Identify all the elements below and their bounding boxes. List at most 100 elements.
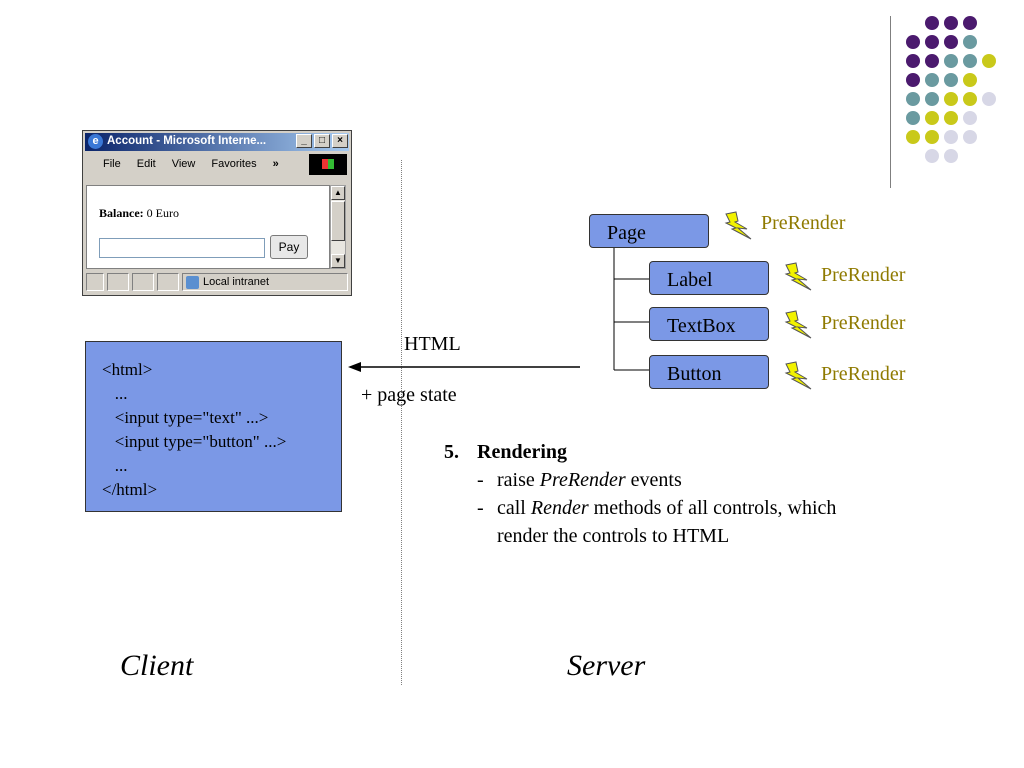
tree-node-textbox: TextBox: [649, 307, 769, 341]
decorative-dot: [925, 111, 939, 125]
step-item-text: call Render methods of all controls, whi…: [497, 494, 836, 522]
decorative-dot: [925, 130, 939, 144]
client-label: Client: [120, 649, 194, 682]
decorative-dot: [982, 54, 996, 68]
bullet-dash: -: [477, 497, 484, 519]
decorative-dot: [925, 35, 939, 49]
node-label: TextBox: [667, 315, 736, 337]
node-label: Page: [607, 222, 646, 244]
menu-file[interactable]: File: [103, 158, 121, 170]
decorative-dot: [944, 73, 958, 87]
arrow-label-page-state: + page state: [361, 384, 457, 406]
browser-title-bar: e Account - Microsoft Interne...: [85, 133, 349, 151]
prerender-event-label: PreRender: [821, 363, 906, 385]
menu-favorites[interactable]: Favorites: [211, 158, 257, 170]
step-item: - raise PreRender events: [444, 466, 729, 494]
decorative-dot: [925, 149, 939, 163]
client-server-divider: [401, 160, 402, 685]
html-line: </html>: [102, 480, 158, 499]
html-line: <html>: [102, 360, 153, 379]
decorative-dot: [925, 73, 939, 87]
prerender-event-label: PreRender: [821, 264, 906, 286]
html-line: <input type="text" ...>: [102, 408, 269, 427]
step-item-continuation: render the controls to HTML: [497, 525, 730, 547]
decorative-divider: [890, 16, 891, 188]
rendering-steps: 5. Rendering - raise PreRender events - …: [444, 438, 836, 550]
response-arrow: [348, 362, 580, 372]
generated-html-box: <html> ... <input type="text" ...> <inpu…: [85, 341, 342, 512]
page-icon: [86, 273, 104, 291]
step-item-text: raise PreRender events: [497, 466, 682, 494]
decorative-dot: [925, 54, 939, 68]
text-part: events: [625, 469, 682, 491]
lightning-icon: [724, 211, 752, 240]
lightning-icon: [784, 310, 812, 339]
close-icon[interactable]: ×: [332, 134, 348, 148]
scroll-thumb[interactable]: [331, 201, 345, 241]
lightning-icon: [784, 262, 812, 291]
decorative-dot: [944, 35, 958, 49]
decorative-dot: [906, 35, 920, 49]
amount-input[interactable]: [99, 238, 265, 258]
browser-title: Account - Microsoft Interne...: [107, 135, 267, 147]
decorative-dot-grid: [900, 14, 1010, 164]
decorative-dot: [944, 149, 958, 163]
node-label: Button: [667, 363, 722, 385]
decorative-dot: [944, 111, 958, 125]
maximize-icon[interactable]: □: [314, 134, 330, 148]
menu-overflow-icon[interactable]: »: [272, 158, 279, 170]
tree-node-label: Label: [649, 261, 769, 295]
decorative-dot: [906, 111, 920, 125]
prerender-event-label: PreRender: [821, 312, 906, 334]
tree-node-page: Page: [589, 214, 709, 248]
decorative-dot: [963, 16, 977, 30]
windows-logo-icon: [309, 154, 347, 175]
decorative-dot: [963, 111, 977, 125]
menu-edit[interactable]: Edit: [136, 158, 156, 170]
decorative-dot: [944, 16, 958, 30]
decorative-dot: [925, 16, 939, 30]
browser-menu-bar: File Edit View Favorites »: [85, 153, 349, 175]
emphasis: PreRender: [539, 469, 626, 491]
decorative-dot: [963, 130, 977, 144]
bullet-dash: -: [477, 469, 484, 491]
decorative-dot: [963, 73, 977, 87]
decorative-dot: [906, 130, 920, 144]
scroll-up-icon[interactable]: ▲: [331, 186, 345, 200]
status-bar: Local intranet: [86, 272, 348, 292]
text-part: methods of all controls, which: [588, 497, 837, 519]
window-controls: _ □ ×: [296, 134, 348, 148]
step-title: Rendering: [477, 441, 567, 463]
decorative-dot: [963, 92, 977, 106]
tree-node-button: Button: [649, 355, 769, 389]
decorative-dot: [963, 54, 977, 68]
lightning-icon: [784, 361, 812, 390]
text-part: call: [497, 497, 531, 519]
menu-view[interactable]: View: [171, 158, 196, 170]
emphasis: Render: [530, 497, 589, 519]
browser-content: Balance: 0 Euro Pay: [86, 185, 330, 269]
decorative-dot: [963, 35, 977, 49]
decorative-dot: [982, 92, 996, 106]
ie-icon: e: [88, 134, 103, 149]
decorative-dot: [944, 54, 958, 68]
prerender-event-label: PreRender: [761, 212, 846, 234]
decorative-dot: [906, 54, 920, 68]
step-number: 5.: [444, 441, 459, 463]
vertical-scrollbar[interactable]: ▲ ▼: [330, 185, 346, 269]
status-cell: [157, 273, 179, 291]
decorative-dot: [925, 92, 939, 106]
html-line: <input type="button" ...>: [102, 432, 287, 451]
status-zone-label: Local intranet: [203, 276, 270, 288]
step-heading: 5. Rendering: [444, 438, 729, 466]
status-cell: [107, 273, 129, 291]
scroll-down-icon[interactable]: ▼: [331, 254, 345, 268]
balance-label: Balance:: [99, 206, 144, 220]
pay-button[interactable]: Pay: [270, 235, 308, 259]
node-label: Label: [667, 269, 713, 291]
minimize-icon[interactable]: _: [296, 134, 312, 148]
decorative-dot: [906, 73, 920, 87]
html-line: ...: [102, 384, 128, 403]
balance-value: 0 Euro: [146, 206, 179, 220]
balance-text: Balance: 0 Euro: [99, 206, 179, 221]
